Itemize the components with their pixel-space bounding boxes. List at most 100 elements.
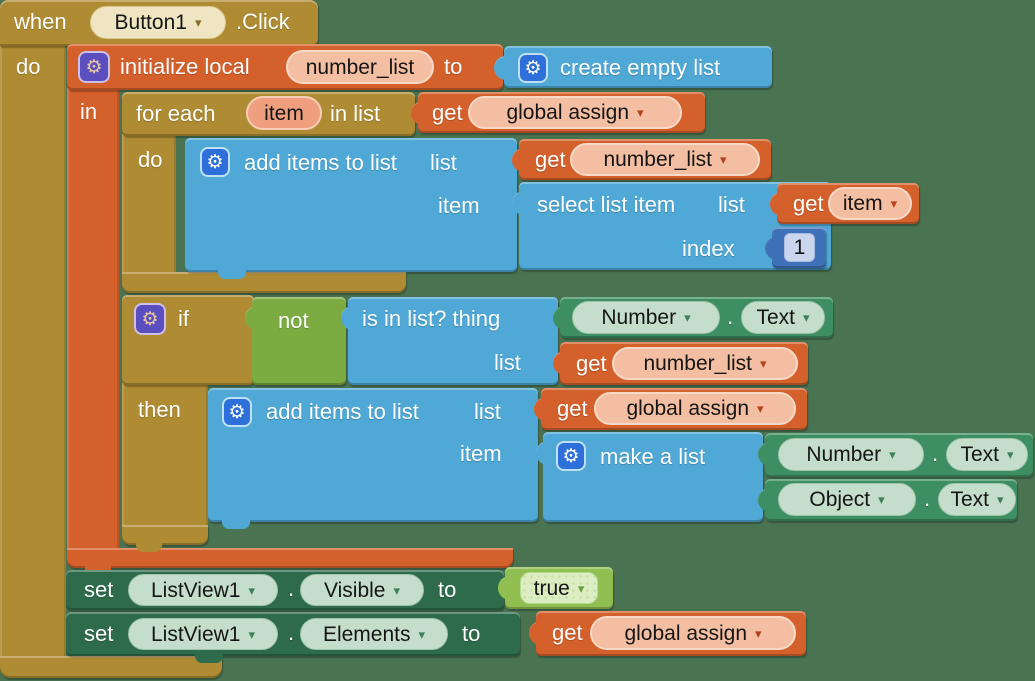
- true-literal-block[interactable]: true ▾: [505, 567, 613, 609]
- dropdown-value: number_list: [643, 352, 753, 375]
- item-socket-label: item: [460, 441, 502, 466]
- dot-separator: .: [288, 576, 295, 601]
- get-global-assign-block-1[interactable]: get global assign ▾: [418, 92, 705, 133]
- set-listview-visible-block[interactable]: set ListView1 ▾ . Visible ▾ to: [66, 570, 504, 610]
- index-socket-label: index: [682, 236, 735, 261]
- component-dropdown[interactable]: Number ▾: [572, 301, 720, 334]
- local-variable-name-field[interactable]: number_list: [286, 50, 434, 84]
- number-text-getter-block-2[interactable]: Number ▾ . Text ▾: [765, 433, 1033, 477]
- add-items-to-list-block-1[interactable]: ⚙ add items to list list item: [185, 138, 517, 272]
- init-local-left-column[interactable]: [67, 88, 119, 548]
- add-items-label: add items to list: [266, 399, 419, 424]
- for-each-block[interactable]: for each item in list: [122, 92, 415, 136]
- not-block[interactable]: not: [252, 297, 346, 385]
- set-listview-elements-block[interactable]: set ListView1 ▾ . Elements ▾ to: [66, 612, 520, 656]
- dropdown-value: Visible: [323, 578, 386, 602]
- mutator-gear-icon[interactable]: ⚙: [134, 303, 166, 335]
- number-literal-block[interactable]: 1: [772, 227, 826, 268]
- dropdown-arrow-icon: ▾: [757, 401, 764, 416]
- component-dropdown[interactable]: Number ▾: [778, 438, 924, 471]
- dropdown-value: global assign: [506, 101, 630, 124]
- for-each-left-column[interactable]: [122, 134, 176, 273]
- mutator-gear-icon[interactable]: ⚙: [200, 147, 230, 177]
- list-socket-label: list: [474, 399, 501, 424]
- mutator-gear-icon[interactable]: ⚙: [518, 53, 548, 83]
- get-number-list-block-2[interactable]: get number_list ▾: [560, 342, 808, 385]
- property-dropdown[interactable]: Text ▾: [938, 483, 1016, 516]
- component-dropdown[interactable]: Button1 ▾: [90, 6, 226, 39]
- get-keyword: get: [432, 100, 463, 125]
- dropdown-value: Number: [601, 306, 677, 329]
- create-empty-list-label: create empty list: [560, 55, 721, 80]
- to-label: to: [462, 621, 481, 646]
- add-items-bottom-notch: [222, 520, 250, 529]
- dropdown-value: ListView1: [150, 578, 241, 602]
- init-local-bottom-bar[interactable]: [67, 548, 513, 568]
- dropdown-value: global assign: [626, 397, 750, 420]
- property-dropdown[interactable]: Text ▾: [946, 438, 1028, 471]
- make-a-list-label: make a list: [600, 444, 706, 469]
- component-dropdown[interactable]: ListView1 ▾: [128, 618, 278, 650]
- set-keyword: set: [84, 621, 114, 646]
- property-dropdown[interactable]: Text ▾: [741, 301, 825, 334]
- if-block[interactable]: ⚙ if: [122, 295, 254, 385]
- mutator-gear-icon[interactable]: ⚙: [78, 51, 110, 83]
- list-socket-label: list: [718, 192, 745, 217]
- loop-variable-field[interactable]: item: [246, 96, 322, 130]
- dropdown-value: ListView1: [150, 622, 241, 646]
- when-keyword: when: [14, 9, 67, 34]
- dot-separator: .: [288, 620, 295, 645]
- mutator-gear-icon[interactable]: ⚙: [222, 397, 252, 427]
- get-number-list-block-1[interactable]: get number_list ▾: [519, 139, 771, 180]
- is-in-list-block[interactable]: is in list? thing list: [348, 297, 558, 385]
- not-label: not: [278, 308, 309, 333]
- dropdown-value: Object: [809, 488, 871, 511]
- create-empty-list-block[interactable]: ⚙ create empty list: [504, 46, 772, 88]
- get-keyword: get: [552, 620, 583, 645]
- add-items-to-list-block-2[interactable]: ⚙ add items to list list item: [208, 388, 538, 522]
- if-bottom-notch: [136, 543, 162, 552]
- when-block-bottom-bar[interactable]: [0, 656, 222, 678]
- dropdown-value: Text: [756, 306, 795, 329]
- dropdown-arrow-icon: ▾: [760, 356, 767, 371]
- property-dropdown[interactable]: Visible ▾: [300, 574, 424, 606]
- if-block-bottom-bar[interactable]: [122, 525, 208, 545]
- dropdown-arrow-icon: ▾: [878, 492, 885, 507]
- get-global-assign-block-3[interactable]: get global assign ▾: [536, 611, 806, 656]
- when-event-block[interactable]: when Button1 ▾ .Click: [0, 0, 318, 46]
- component-dropdown[interactable]: ListView1 ▾: [128, 574, 278, 606]
- get-item-block[interactable]: get item ▾: [777, 183, 919, 224]
- if-then-label: then: [138, 397, 181, 422]
- mutator-gear-icon[interactable]: ⚙: [556, 441, 586, 471]
- make-a-list-block[interactable]: ⚙ make a list: [543, 432, 763, 522]
- if-block-left-column[interactable]: [122, 383, 208, 525]
- object-text-getter-block[interactable]: Object ▾ . Text ▾: [765, 479, 1017, 521]
- variable-dropdown[interactable]: number_list ▾: [612, 347, 798, 380]
- add-items-label: add items to list: [244, 150, 397, 175]
- event-name: .Click: [236, 9, 290, 34]
- dropdown-value: Text: [960, 443, 999, 466]
- when-block-left-column[interactable]: [0, 44, 66, 658]
- property-dropdown[interactable]: Elements ▾: [300, 618, 448, 650]
- dropdown-arrow-icon: ▾: [393, 582, 400, 598]
- component-dropdown[interactable]: Object ▾: [778, 483, 916, 516]
- variable-dropdown[interactable]: number_list ▾: [570, 143, 760, 176]
- dropdown-value: Button1: [114, 11, 187, 34]
- dropdown-arrow-icon: ▾: [889, 447, 896, 462]
- dropdown-arrow-icon: ▾: [802, 310, 810, 325]
- variable-dropdown[interactable]: global assign ▾: [594, 392, 796, 425]
- number-value-field[interactable]: 1: [784, 233, 815, 262]
- list-socket-label: list: [494, 350, 521, 375]
- init-local-in-label: in: [80, 99, 98, 124]
- variable-dropdown[interactable]: global assign ▾: [468, 96, 682, 129]
- initialize-local-block[interactable]: ⚙ initialize local number_list to: [67, 44, 503, 90]
- if-keyword: if: [178, 306, 189, 331]
- get-global-assign-block-2[interactable]: get global assign ▾: [541, 388, 807, 430]
- boolean-dropdown[interactable]: true ▾: [520, 572, 598, 604]
- variable-dropdown[interactable]: item ▾: [828, 187, 912, 220]
- dropdown-arrow-icon: ▾: [890, 196, 898, 211]
- for-each-bottom-bar[interactable]: [122, 272, 406, 293]
- number-text-getter-block-1[interactable]: Number ▾ . Text ▾: [560, 297, 833, 338]
- variable-dropdown[interactable]: global assign ▾: [590, 616, 796, 650]
